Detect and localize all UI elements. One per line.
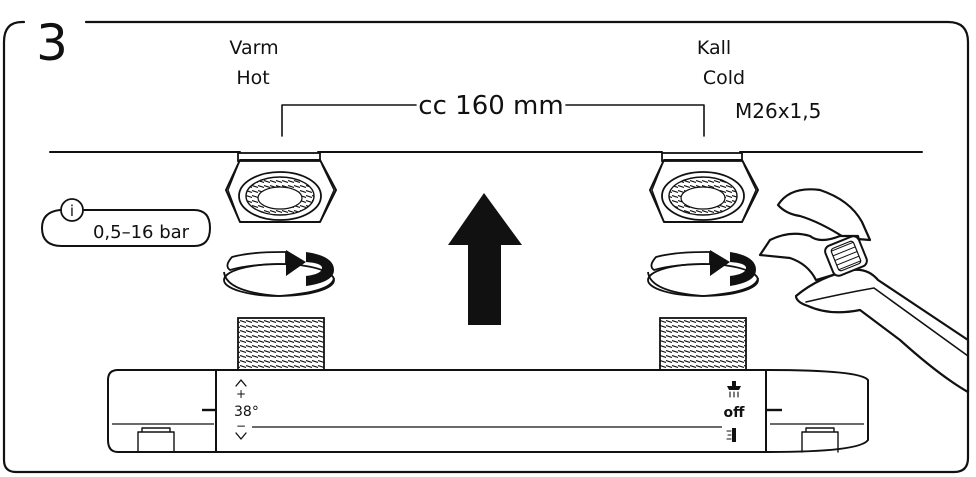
cold-label-en: Cold xyxy=(703,67,745,89)
mixer-inlet-cold xyxy=(659,317,747,371)
step-frame xyxy=(2,20,970,474)
mixer-inlet-hot xyxy=(237,317,325,371)
decrease-symbol: − xyxy=(236,419,246,433)
hex-nut-hot-icon xyxy=(225,152,337,223)
pressure-range: 0,5–16 bar xyxy=(93,222,190,243)
off-label: off xyxy=(724,405,746,421)
shower-head-icon xyxy=(727,381,741,398)
hot-label-en: Hot xyxy=(236,67,269,89)
cold-label-sv: Kall xyxy=(697,37,731,59)
pressure-info: i 0,5–16 bar xyxy=(41,198,211,247)
thermostatic-mixer xyxy=(107,369,869,453)
up-arrow-icon xyxy=(448,193,522,325)
hot-label-sv: Varm xyxy=(229,37,278,59)
temperature-value: 38° xyxy=(234,404,259,420)
adjustable-wrench-icon xyxy=(758,188,970,394)
spout-icon xyxy=(726,428,736,442)
svg-text:i: i xyxy=(70,202,74,220)
thread-spec: M26x1,5 xyxy=(735,99,821,123)
clockwise-rotation-cold-icon xyxy=(647,250,759,297)
clockwise-rotation-hot-icon xyxy=(223,250,335,297)
hex-nut-cold-icon xyxy=(649,152,759,223)
temperature-control: + 38° − xyxy=(234,379,259,440)
center-distance-label: cc 160 mm xyxy=(418,91,563,121)
chevron-up-icon xyxy=(235,379,247,387)
info-icon: i xyxy=(60,198,84,222)
center-distance-dimension: cc 160 mm xyxy=(281,91,705,137)
chevron-down-icon xyxy=(235,432,247,440)
flow-control: off xyxy=(724,381,746,442)
step-number: 3 xyxy=(36,14,68,72)
increase-symbol: + xyxy=(236,387,246,401)
